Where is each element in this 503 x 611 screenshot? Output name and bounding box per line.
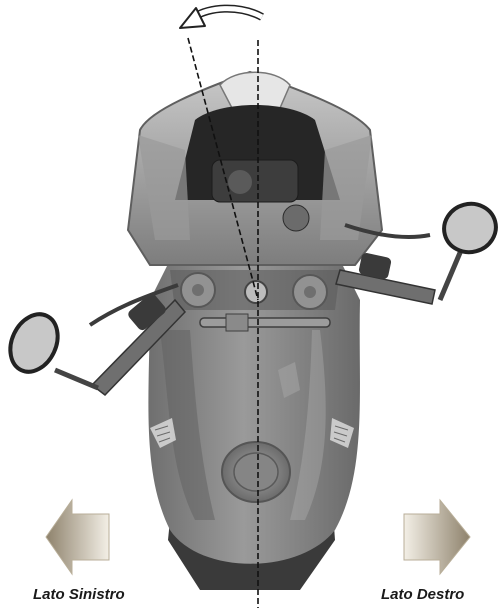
instrument-cluster (212, 160, 298, 202)
gauge (228, 170, 252, 194)
fuel-cap-inner (234, 453, 278, 491)
left-mirror-stem (55, 370, 98, 388)
steering-damper-body (226, 314, 248, 331)
steering-damper (200, 318, 330, 327)
right-arrow-icon (404, 500, 470, 574)
rotate-left-arrow-icon (180, 8, 262, 28)
reservoir (283, 205, 309, 231)
left-arrow-icon (46, 500, 109, 574)
right-mirror (439, 198, 502, 258)
left-side-label: Lato Sinistro (33, 586, 125, 603)
headlight (220, 72, 290, 108)
right-mirror-stem (440, 248, 462, 300)
right-side-label: Lato Destro (381, 586, 464, 603)
motorcycle-body (1, 72, 501, 590)
